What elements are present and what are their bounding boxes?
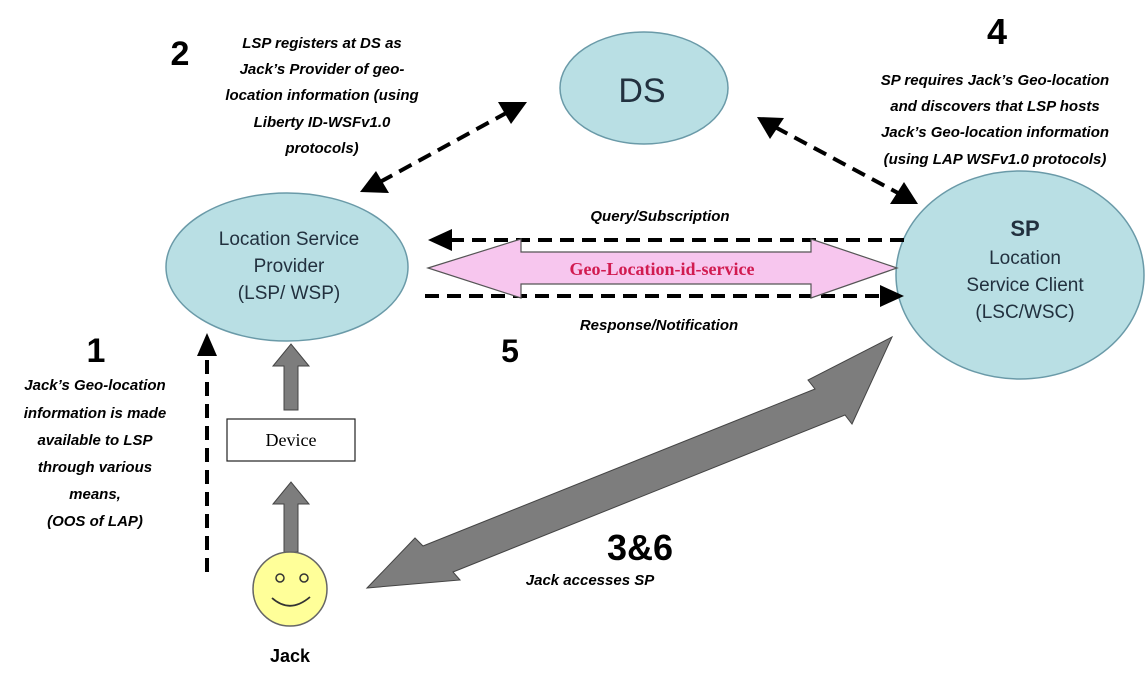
step-2-line-4: Liberty ID-WSFv1.0 [254,114,391,131]
query-dashed-arrow [428,229,905,251]
jack-lsp-arrowhead [197,333,217,356]
step-2-line-2: Jack’s Provider of geo- [240,61,405,78]
lsp-label-line-3: (LSP/ WSP) [238,283,340,304]
step-1-line-3: available to LSP [37,432,153,449]
jack-label: Jack [270,646,311,666]
sp-ellipse [895,170,1145,380]
step-2-line-1: LSP registers at DS as [242,35,402,52]
ds-sp-dashed-line [774,125,899,195]
sp-title: SP [1010,216,1039,241]
lsp-label-line-1: Location Service [219,229,359,250]
step-2-line-3: location information (using [225,87,418,104]
step-2-number: 2 [171,35,190,73]
response-dashed-arrow [425,285,904,307]
device-to-lsp-arrow [271,343,311,411]
response-arrowhead [880,285,904,307]
step-3-6-number: 3&6 [607,527,673,568]
jack-to-device-arrow [271,481,311,553]
ds-lsp-dashed-arrow [360,102,527,193]
query-arrowhead [428,229,452,251]
ds-label: DS [618,72,665,110]
jack-accesses-sp-label: Jack accesses SP [526,572,655,589]
step-4-line-3: Jack’s Geo-location information [881,124,1109,141]
ds-ellipse [559,31,729,145]
step-1-line-2: information is made [24,405,167,422]
step-2-annotation: 2 LSP registers at DS as Jack’s Provider… [171,35,419,157]
ds-lsp-arrowhead-ds [498,102,527,124]
lsp-node[interactable]: Location Service Provider (LSP/ WSP) [165,192,409,342]
ds-lsp-arrowhead-lsp [360,171,389,193]
step-4-annotation: 4 SP requires Jack’s Geo-location and di… [881,11,1109,168]
ds-sp-arrowhead-ds [757,117,784,139]
device-label: Device [266,430,317,450]
jack-lsp-dashed-arrow [197,333,217,572]
response-notification-label: Response/Notification [580,317,738,334]
device-box[interactable]: Device [226,418,356,462]
step-1-annotation: 1 Jack’s Geo-location information is mad… [24,332,167,530]
device-rect [226,418,356,462]
geo-location-service-label: Geo-Location-id-service [570,259,755,279]
step-1-line-6: (OOS of LAP) [47,513,143,530]
step-1-number: 1 [87,332,106,370]
step-4-line-4: (using LAP WSFv1.0 protocols) [884,151,1107,168]
ds-node[interactable]: DS [559,31,729,145]
lsp-ellipse [165,192,409,342]
query-subscription-label: Query/Subscription [590,208,729,225]
sp-label-line-3: (LSC/WSC) [975,302,1074,323]
jack-sp-double-arrow [365,335,894,589]
ds-sp-dashed-arrow [757,117,918,204]
ds-sp-arrowhead-sp [890,182,918,204]
step-1-line-4: through various [38,459,152,476]
geo-location-service-shape [426,238,899,299]
jack-node[interactable]: Jack [252,551,328,666]
step-5-number: 5 [501,333,519,369]
geo-location-service-arrow[interactable]: Geo-Location-id-service [426,238,899,299]
step-3-6-annotation: 3&6 Jack accesses SP [526,527,673,589]
step-1-line-1: Jack’s Geo-location [24,377,165,394]
lsp-label-line-2: Provider [254,256,325,277]
ds-lsp-dashed-line [379,110,509,184]
sp-label-line-1: Location [989,248,1061,269]
step-4-line-2: and discovers that LSP hosts [890,98,1100,115]
step-4-number: 4 [987,11,1007,52]
step-4-line-1: SP requires Jack’s Geo-location [881,72,1109,89]
smiley-face-icon [252,551,328,627]
sp-node[interactable]: SP Location Service Client (LSC/WSC) [895,170,1145,380]
step-2-line-5: protocols) [284,140,358,157]
step-1-line-5: means, [69,486,121,503]
sp-label-line-2: Service Client [966,275,1084,296]
